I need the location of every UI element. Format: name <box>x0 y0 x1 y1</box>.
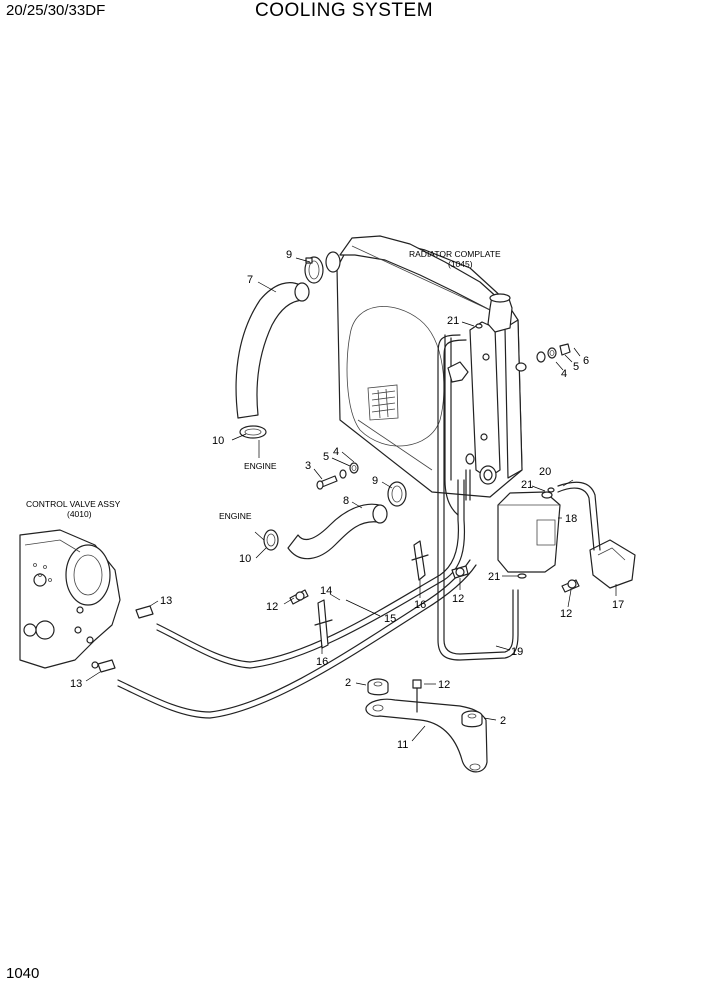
page-number: 1040 <box>6 965 40 982</box>
model-number: 20/25/30/33DF <box>6 2 106 19</box>
callout-17: 17 <box>612 599 624 611</box>
fitting-center-12 <box>451 565 469 579</box>
radiator-core-grill <box>367 384 399 421</box>
callout-numbers: 9 7 10 21 6 5 4 4 5 3 9 8 10 20 21 18 21… <box>70 249 624 751</box>
lower-clamp-engine-upper <box>239 425 267 439</box>
engine-label-upper: ENGINE <box>244 461 277 471</box>
oil-cooler-lines <box>117 334 477 719</box>
coolant-reservoir-tank <box>497 491 561 573</box>
callout-12: 12 <box>452 593 464 605</box>
callout-5: 5 <box>323 451 329 463</box>
callout-21: 21 <box>488 571 500 583</box>
callout-7: 7 <box>247 274 253 286</box>
fitting-left-12 <box>289 589 309 605</box>
lower-hose-clamp <box>387 481 407 507</box>
page-title: COOLING SYSTEM <box>255 0 434 21</box>
callout-14: 14 <box>320 585 332 597</box>
rubber-cushion-left <box>367 678 389 696</box>
callout-18: 18 <box>565 513 577 525</box>
callout-12: 12 <box>560 608 572 620</box>
reference-labels: RADIATOR COMPLATE (1045) CONTROL VALVE A… <box>26 249 501 521</box>
lower-radiator-hose <box>287 503 388 560</box>
fitting-13-lower <box>97 659 116 673</box>
engine-label-lower: ENGINE <box>219 511 252 521</box>
callout-10: 10 <box>239 553 251 565</box>
callout-6: 6 <box>583 355 589 367</box>
radiator-ref-label: (1045) <box>448 259 473 269</box>
callout-10: 10 <box>212 435 224 447</box>
lower-clamp-engine-lower <box>263 529 279 551</box>
upper-radiator-hose <box>235 282 310 419</box>
callout-19: 19 <box>511 646 523 658</box>
reservoir-vent-hose <box>557 481 601 551</box>
radiator-title-label: RADIATOR COMPLATE <box>409 249 501 259</box>
callout-4: 4 <box>333 446 339 458</box>
callout-4: 4 <box>561 368 567 380</box>
callout-2: 2 <box>500 715 506 727</box>
control-valve-assembly <box>19 529 121 669</box>
line-clamp-lower <box>314 599 333 649</box>
hose-clip-21 <box>475 323 555 579</box>
fitting-right-12 <box>561 579 580 593</box>
washer-nut-set-right <box>536 343 571 363</box>
fitting-13-upper <box>135 605 154 619</box>
callout-5: 5 <box>573 361 579 373</box>
bolt-washer-set-left <box>316 462 359 490</box>
callout-12: 12 <box>266 601 278 613</box>
radiator-assembly <box>325 235 527 498</box>
callout-2: 2 <box>345 677 351 689</box>
callout-9: 9 <box>286 249 292 261</box>
callout-11: 11 <box>397 739 408 751</box>
radiator-mount-bar <box>365 698 488 773</box>
line-clamp-upper <box>411 540 429 581</box>
callout-16: 16 <box>316 656 328 668</box>
callout-13: 13 <box>160 595 172 607</box>
callout-3: 3 <box>305 460 311 472</box>
callout-21: 21 <box>447 315 459 327</box>
callout-16: 16 <box>414 599 426 611</box>
control-valve-ref-label: (4010) <box>67 509 92 519</box>
callout-8: 8 <box>343 495 349 507</box>
mount-bolt-12 <box>412 679 422 713</box>
reservoir-bracket <box>589 539 636 589</box>
callout-12: 12 <box>438 679 450 691</box>
callout-20: 20 <box>539 466 551 478</box>
control-valve-title-label: CONTROL VALVE ASSY <box>26 499 121 509</box>
upper-hose-clamp <box>304 256 324 284</box>
callout-13: 13 <box>70 678 82 690</box>
callout-15: 15 <box>384 613 396 625</box>
reservoir-overflow-hose <box>437 334 519 661</box>
rubber-cushion-right <box>461 710 483 728</box>
callout-9: 9 <box>372 475 378 487</box>
callout-21: 21 <box>521 479 533 491</box>
leader-lines <box>85 257 617 742</box>
